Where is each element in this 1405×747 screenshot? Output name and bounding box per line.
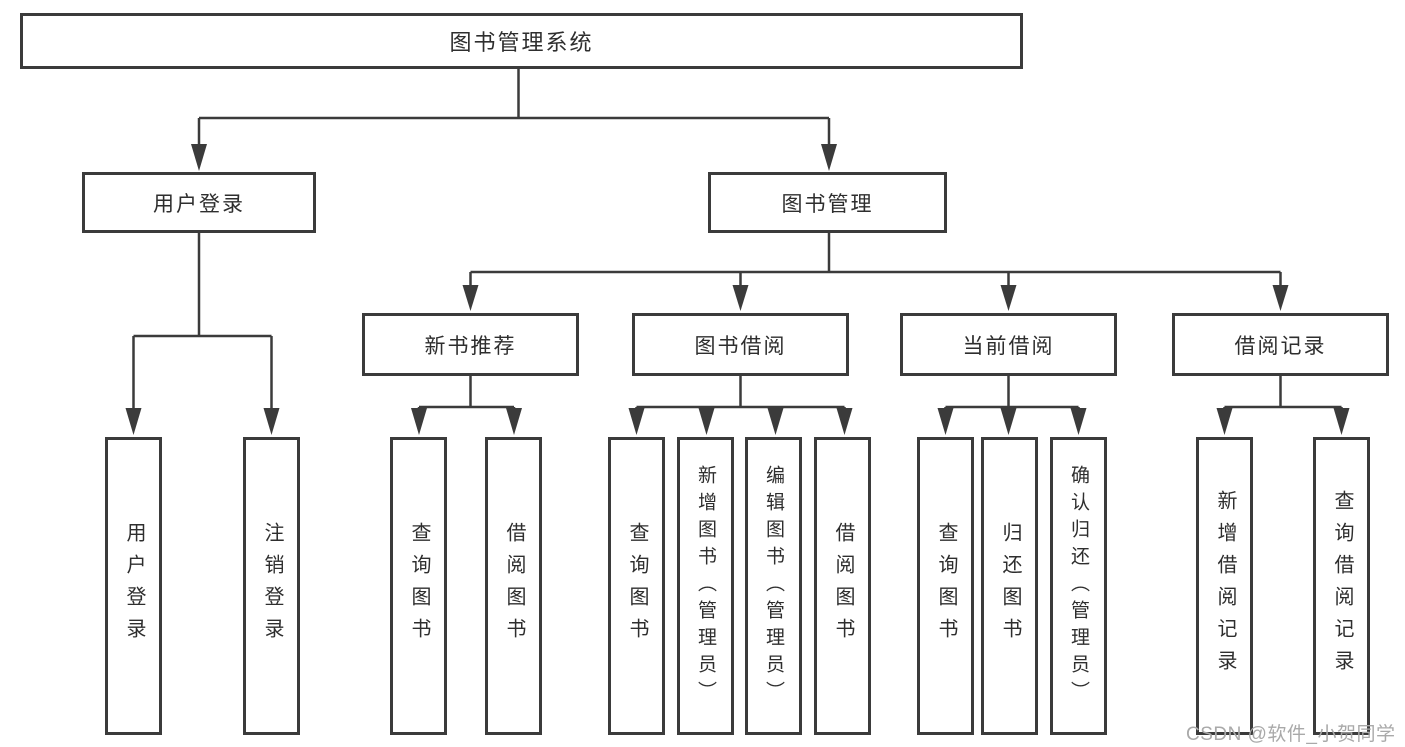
node-leaf-add-book-admin: 新增图书（管理员）	[677, 437, 734, 735]
node-leaf-borrow-book-recommend: 借阅图书	[485, 437, 542, 735]
csdn-watermark: CSDN @软件_小贺同学	[1186, 724, 1396, 745]
node-book-management: 图书管理	[708, 172, 947, 233]
node-leaf-logout: 注销登录	[243, 437, 300, 735]
node-current-borrow: 当前借阅	[900, 313, 1117, 376]
node-new-book-recommend: 新书推荐	[362, 313, 579, 376]
node-leaf-confirm-return-admin: 确认归还（管理员）	[1050, 437, 1107, 735]
node-leaf-user-login: 用户登录	[105, 437, 162, 735]
node-user-login: 用户登录	[82, 172, 316, 233]
node-borrow-record: 借阅记录	[1172, 313, 1389, 376]
node-leaf-borrow-book: 借阅图书	[814, 437, 871, 735]
node-leaf-add-borrow-record: 新增借阅记录	[1196, 437, 1253, 735]
node-leaf-query-book-recommend: 查询图书	[390, 437, 447, 735]
node-leaf-query-borrow-record: 查询借阅记录	[1313, 437, 1370, 735]
node-leaf-query-book-current: 查询图书	[917, 437, 974, 735]
node-leaf-query-book-borrow: 查询图书	[608, 437, 665, 735]
node-leaf-return-book: 归还图书	[981, 437, 1038, 735]
node-leaf-edit-book-admin: 编辑图书（管理员）	[745, 437, 802, 735]
node-root-library-system: 图书管理系统	[20, 13, 1023, 69]
node-book-borrow: 图书借阅	[632, 313, 849, 376]
